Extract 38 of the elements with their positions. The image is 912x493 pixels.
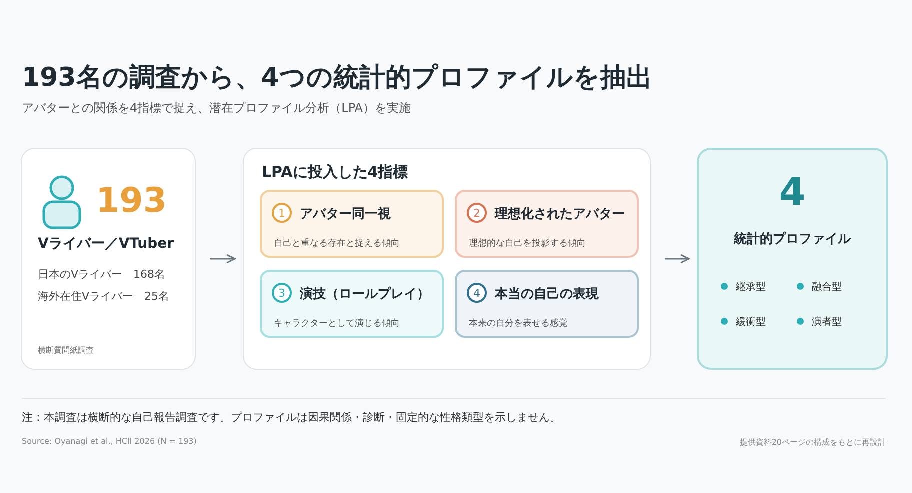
- profile-count: 4: [778, 170, 807, 214]
- card: [243, 148, 651, 370]
- profile-type: 継承型: [736, 280, 766, 294]
- indicator-card: [455, 190, 639, 258]
- card: [697, 148, 888, 370]
- indicator-title: 演技（ロールプレイ）: [300, 286, 430, 303]
- profile-type: 緩衝型: [736, 316, 766, 329]
- indicator-title: 理想化されたアバター: [495, 206, 625, 223]
- method-note: 横断質問紙調査: [38, 345, 94, 356]
- credit-note: 提供資料20ページの構成をもとに再設計: [740, 437, 886, 448]
- indicator-title: アバター同一視: [300, 206, 391, 223]
- arrow: [210, 254, 236, 264]
- number-badge: 2: [467, 203, 487, 223]
- indicator-description: キャラクターとして演じる傾向: [274, 318, 400, 330]
- number-badge: 4: [467, 283, 487, 303]
- card-heading: Vライバー／VTuber: [38, 235, 174, 253]
- title: 193名の調査から、4つの統計的プロファイルを抽出: [22, 62, 652, 95]
- profile-type: 融合型: [812, 280, 842, 294]
- number-badge: 1: [272, 203, 292, 223]
- participant-count: 193: [96, 181, 167, 221]
- indicator-description: 自己と重なる存在と捉える傾向: [274, 238, 400, 250]
- card-heading: 統計的プロファイル: [733, 230, 852, 248]
- indicator-title: 本当の自己の表現: [495, 286, 599, 303]
- card: [21, 148, 196, 370]
- indicator-description: 本来の自分を表せる感覚: [469, 318, 568, 330]
- subtitle: アバターとの関係を4指標で捉え、潜在プロファイル分析（LPA）を実施: [22, 100, 411, 117]
- indicator-card: [260, 190, 444, 258]
- count-text: 日本のVライバー 168名: [38, 267, 166, 282]
- count-text: 海外在住Vライバー 25名: [38, 289, 170, 304]
- arrow: [665, 254, 690, 264]
- source-note: Source: Oyanagi et al., HCII 2026 (N = 193): [22, 437, 197, 446]
- indicator-description: 理想的な自己を投影する傾向: [469, 238, 586, 250]
- profile-type: 演者型: [812, 316, 842, 329]
- indicator-card: [455, 270, 639, 338]
- footnote: 注：本調査は横断的な自己報告調査です。プロファイルは因果関係・診断・固定的な性格類型を示しません。: [22, 410, 561, 425]
- card-heading: LPAに投入した4指標: [262, 163, 408, 182]
- indicator-card: [260, 270, 444, 338]
- number-badge: 3: [272, 283, 292, 303]
